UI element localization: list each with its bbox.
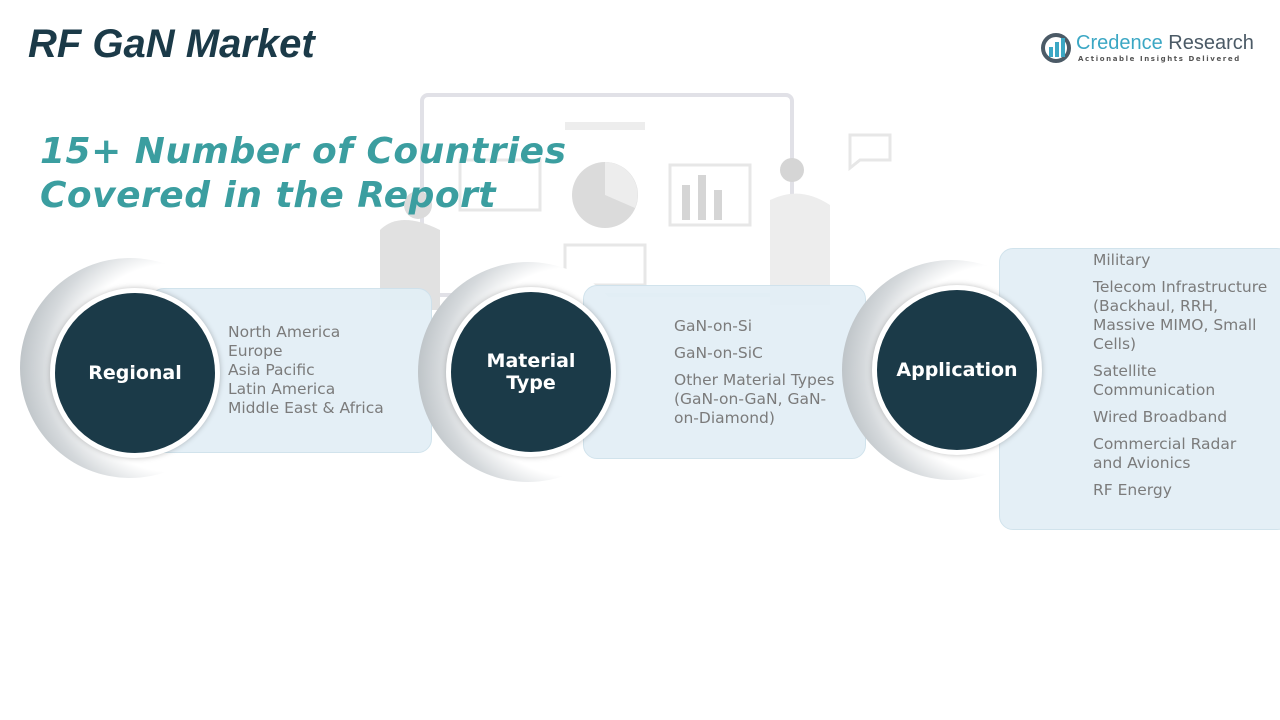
application-panel [999,248,1280,530]
list-item: RF Energy [1093,481,1172,499]
list-item: Other Material Types (GaN-on-GaN, GaN- o… [674,371,835,427]
logo-name: Credence Research [1076,32,1254,54]
page-title: RF GaN Market [28,22,315,66]
list-item: Europe [228,342,283,360]
subtitle-line-1: 15+ Number of Countries [40,131,567,172]
list-item: GaN-on-SiC [674,344,763,362]
list-item: Telecom Infrastructure (Backhaul, RRH, M… [1093,278,1268,353]
application-circle: Application [872,285,1042,455]
subtitle-line-2: Covered in the Report [40,175,497,216]
logo-tagline: Actionable Insights Delivered [1078,55,1241,63]
list-item: GaN-on-Si [674,317,753,335]
application-label: Application [896,359,1018,381]
list-item: Wired Broadband [1093,408,1228,426]
regional-label: Regional [88,362,182,384]
list-item: Satellite Communication [1093,362,1216,399]
subtitle: 15+ Number of Countries Covered in the R… [40,130,567,218]
logo-icon [1041,33,1071,63]
list-item: Asia Pacific [228,361,315,379]
background-illustration [380,93,892,310]
regional-list: North America Europe Asia Pacific Latin … [228,323,384,418]
list-item: North America [228,323,341,341]
application-list: Military Telecom Infrastructure (Backhau… [1093,251,1267,508]
regional-circle: Regional [50,288,220,458]
list-item: Latin America [228,380,336,398]
material-list: GaN-on-Si GaN-on-SiC Other Material Type… [674,317,835,436]
material-panel [583,285,866,459]
list-item: Military [1093,251,1151,269]
list-item: Middle East & Africa [228,399,384,417]
list-item: Commercial Radar and Avionics [1093,435,1237,472]
